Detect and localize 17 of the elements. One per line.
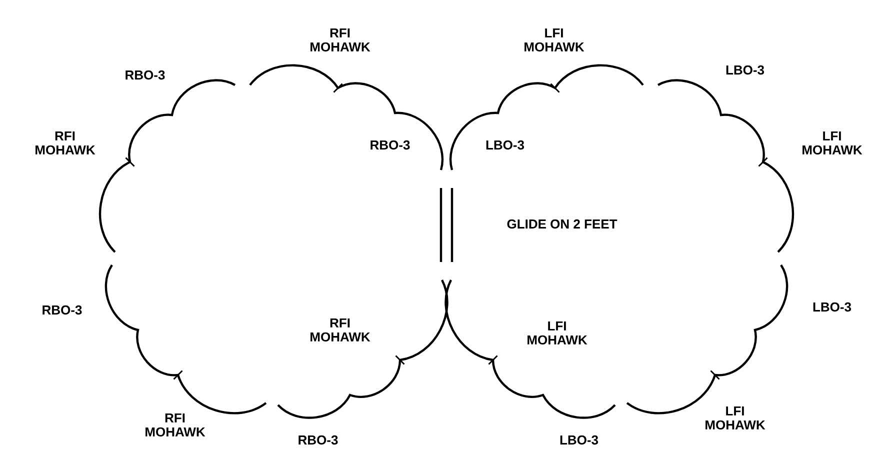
pattern-label: LBO-3 bbox=[726, 65, 764, 75]
pattern-label: RFI MOHAWK bbox=[310, 318, 370, 342]
pattern-label: RFI MOHAWK bbox=[310, 28, 370, 52]
pattern-label: RBO-3 bbox=[42, 305, 82, 315]
pattern-label: LBO-3 bbox=[486, 140, 524, 150]
pattern-label: LBO-3 bbox=[813, 302, 852, 312]
pattern-label: LBO-3 bbox=[560, 435, 598, 445]
pattern-label: RFI MOHAWK bbox=[146, 413, 206, 437]
pattern-label: LFI MOHAWK bbox=[524, 28, 584, 52]
pattern-label: RBO-3 bbox=[298, 435, 338, 445]
pattern-label: LFI MOHAWK bbox=[706, 406, 766, 430]
pattern-label: LFI MOHAWK bbox=[802, 131, 862, 155]
pattern-label: RBO-3 bbox=[126, 70, 165, 80]
pattern-label: RBO-3 bbox=[370, 140, 410, 150]
pattern-label: LFI MOHAWK bbox=[528, 321, 588, 345]
pattern-label: RFI MOHAWK bbox=[36, 131, 96, 155]
pattern-label: GLIDE ON 2 FEET bbox=[507, 219, 618, 229]
